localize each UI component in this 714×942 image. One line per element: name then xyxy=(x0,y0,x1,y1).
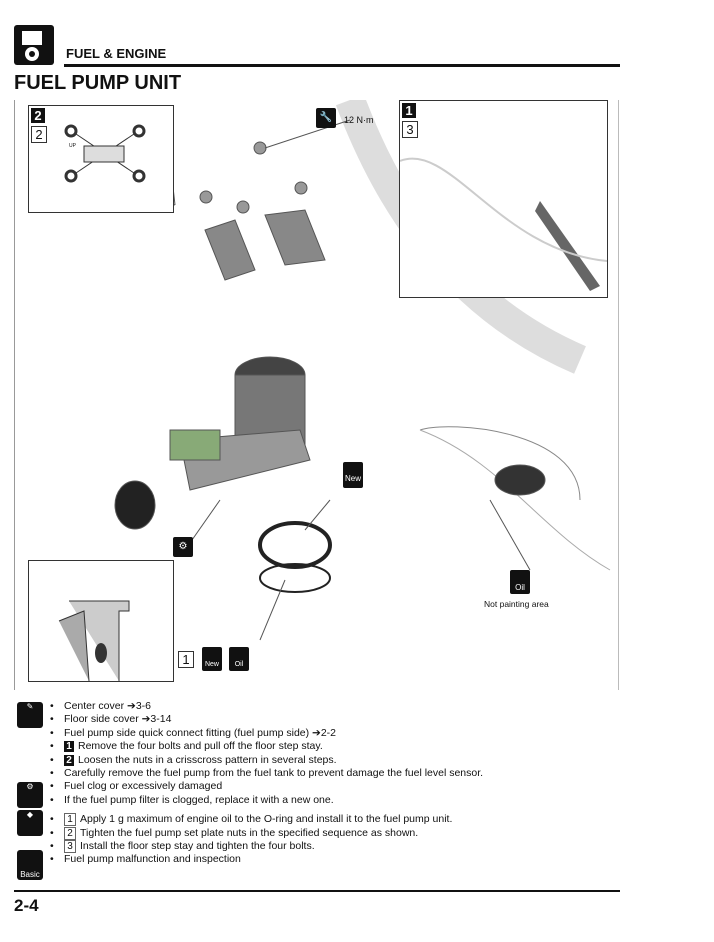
page-number: 2-4 xyxy=(14,896,39,915)
new-label: New xyxy=(204,661,219,668)
oil-label: Oil xyxy=(515,583,525,592)
inset-nut-sequence: 2 2 UP xyxy=(28,105,174,213)
torque-value: 12 N·m xyxy=(344,115,374,125)
step-number-black: 2 xyxy=(31,108,45,123)
note-item: •Fuel pump malfunction and inspection xyxy=(50,853,241,866)
step-number-box: 1 xyxy=(178,651,194,668)
new-part-icon: New xyxy=(202,647,222,671)
note-text: Apply 1 g maximum of engine oil to the O… xyxy=(80,813,453,826)
note-text: Loosen the nuts in a crisscross pattern … xyxy=(78,753,337,766)
step-number: 3 xyxy=(64,840,76,854)
step-number: 1 xyxy=(64,813,76,827)
step-number: 2 xyxy=(64,754,74,766)
note-item: •Carefully remove the fuel pump from the… xyxy=(50,767,484,780)
note-text: Carefully remove the fuel pump from the … xyxy=(64,767,484,780)
note-text: Floor side cover ➔3-14 xyxy=(64,713,172,726)
note-text: Fuel pump side quick connect fitting (fu… xyxy=(64,726,337,739)
note-text: Install the floor step stay and tighten … xyxy=(80,840,315,853)
step-number-box: 3 xyxy=(402,121,418,138)
procedure-notes: •Center cover ➔3-6 •Floor side cover ➔3-… xyxy=(50,700,483,867)
note-item: •Center cover ➔3-6 xyxy=(50,700,151,712)
inset-oring-detail xyxy=(28,560,174,682)
page-title: FUEL PUMP UNIT xyxy=(14,72,182,94)
note-text: Fuel pump malfunction and inspection xyxy=(64,853,241,866)
note-text: Center cover ➔3-6 xyxy=(64,700,151,712)
note-text: Remove the four bolts and pull off the f… xyxy=(78,740,323,753)
basic-label: Basic xyxy=(20,870,40,879)
removal-icon: ✎ xyxy=(17,702,43,728)
divider xyxy=(618,100,619,690)
oil-icon: Oil xyxy=(229,647,249,671)
oil-label: Oil xyxy=(234,661,244,668)
note-item: •Fuel pump side quick connect fitting (f… xyxy=(50,726,337,739)
section-title: FUEL & ENGINE xyxy=(66,46,167,61)
header-rule xyxy=(64,64,620,67)
step-number-box: 2 xyxy=(31,126,47,143)
step-number-black: 1 xyxy=(402,103,416,118)
note-item: •If the fuel pump filter is clogged, rep… xyxy=(50,793,334,806)
not-painting-label: Not painting area xyxy=(484,599,549,609)
inset-floor-step-stay: 1 3 xyxy=(399,100,608,298)
note-item: •Floor side cover ➔3-14 xyxy=(50,713,172,726)
fuel-engine-icon xyxy=(14,25,54,65)
new-part-icon: New xyxy=(343,462,363,488)
divider xyxy=(14,100,15,690)
note-text: Fuel clog or excessively damaged xyxy=(64,780,223,793)
footer-rule xyxy=(14,890,620,892)
inspection-icon: ⚙ xyxy=(173,537,193,557)
note-item: •Fuel clog or excessively damaged xyxy=(50,780,223,793)
new-label: New xyxy=(344,474,361,483)
step-number: 2 xyxy=(64,826,76,840)
installation-icon: ◆ xyxy=(17,810,43,836)
note-text: Tighten the fuel pump set plate nuts in … xyxy=(80,826,419,839)
note-text: If the fuel pump filter is clogged, repl… xyxy=(64,793,334,806)
basic-book-icon: Basic xyxy=(17,850,43,880)
step-number: 1 xyxy=(64,741,74,753)
torque-wrench-icon: 🔧 xyxy=(316,108,336,128)
oil-icon: Oil xyxy=(510,570,530,594)
up-label: UP xyxy=(69,143,76,149)
inspection-icon: ⚙ xyxy=(17,782,43,808)
